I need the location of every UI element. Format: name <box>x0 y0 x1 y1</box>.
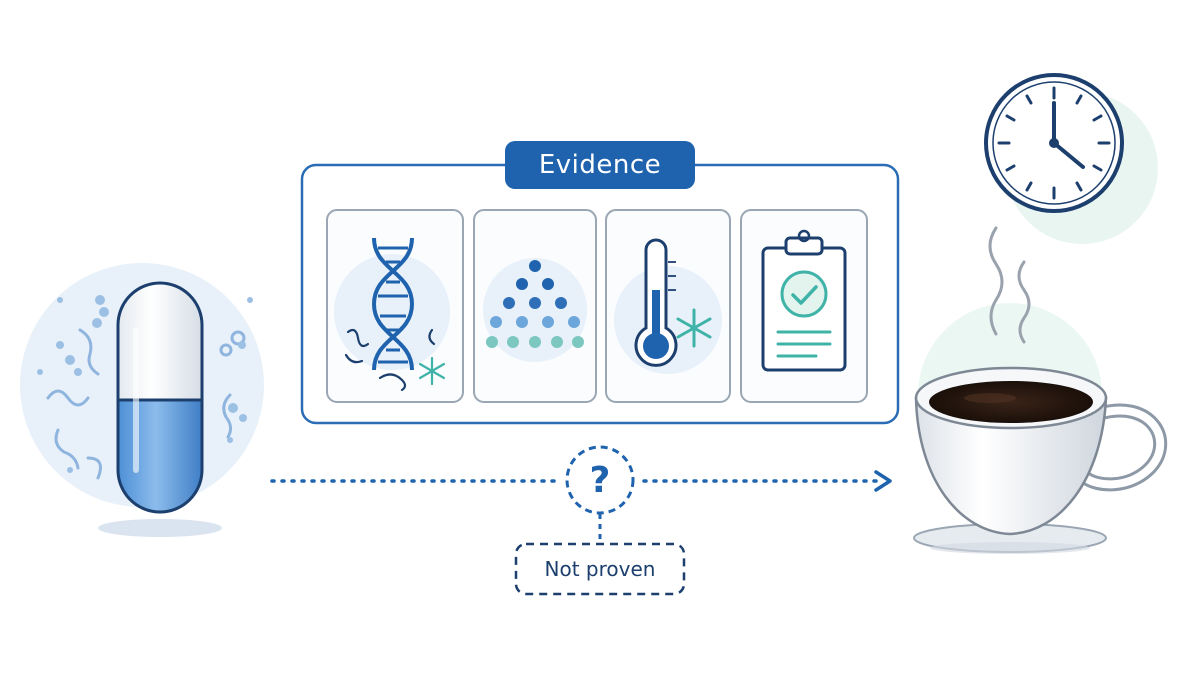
evidence-group <box>300 163 900 425</box>
arrow-right-icon <box>874 470 892 492</box>
snowflake-icon <box>418 356 446 386</box>
microbe-icons <box>46 328 246 480</box>
not-proven-label: Not proven <box>544 557 656 581</box>
question-circle <box>565 445 635 515</box>
probiotic-capsule-icon <box>20 263 264 537</box>
steam-icon <box>988 226 1031 344</box>
thermometer-snowflake-icon <box>614 238 722 374</box>
not-proven-box <box>514 542 686 596</box>
coffee-cup-icon <box>913 226 1168 554</box>
clock-icon <box>984 73 1158 244</box>
snowflake-icon <box>676 308 712 348</box>
dna-microbes-icon <box>334 237 450 392</box>
dot-pyramid-icon <box>483 258 587 362</box>
evidence-label: Evidence <box>505 141 695 189</box>
question-mark: ? <box>589 459 611 501</box>
clipboard-check-icon <box>761 229 847 372</box>
evidence-link <box>270 445 892 596</box>
